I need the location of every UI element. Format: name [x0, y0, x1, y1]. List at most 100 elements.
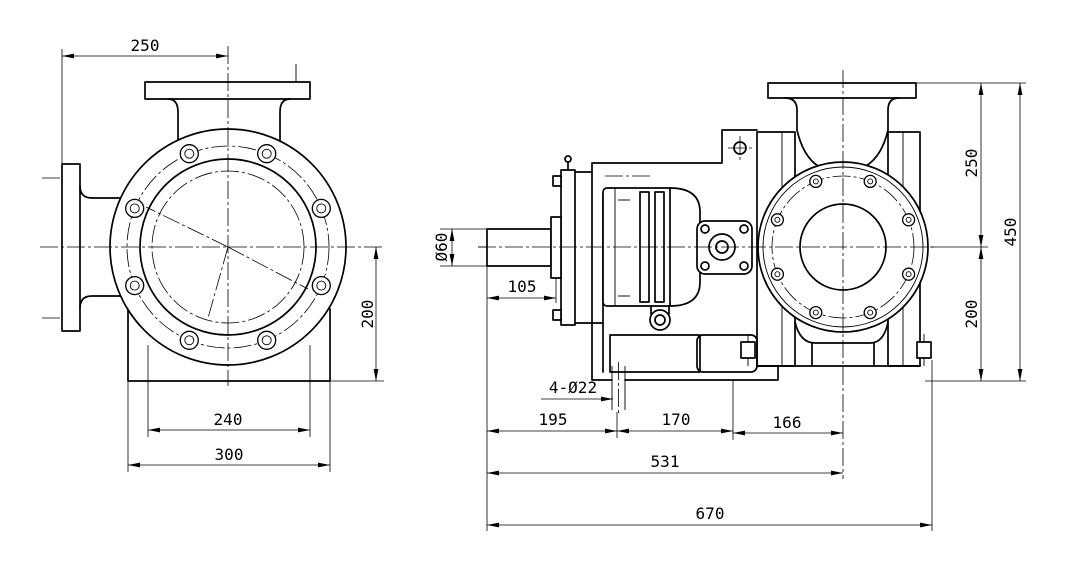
dim-outlet-height-label: 250: [962, 149, 981, 178]
flange-bolt: [809, 305, 823, 320]
left-view-dimensions: 250 200 240 300: [61, 36, 384, 472]
casing-base: [127, 308, 331, 382]
dim-center-height-right-label: 200: [962, 300, 981, 329]
bolt-head: [901, 213, 916, 227]
bolt-shank: [261, 148, 272, 159]
dim-166-label: 166: [773, 413, 802, 432]
outlet-neck-left-side: [784, 97, 819, 167]
outlet-nozzle: [144, 64, 311, 142]
bolt-head: [311, 198, 331, 219]
bolt-head: [125, 198, 145, 219]
dim-foot-holes-label: 4-Ø22: [549, 378, 597, 397]
bolt-head: [770, 267, 785, 281]
dim-base-width-label: 300: [215, 445, 244, 464]
bolt-shank: [812, 309, 819, 316]
radial-centerline: [207, 246, 229, 319]
bearing-cover: [696, 220, 753, 275]
bolt-head: [809, 305, 823, 320]
dim-foot-hole-span-label: 240: [214, 410, 243, 429]
flange-bolt: [863, 174, 877, 189]
bolt-shank: [905, 216, 912, 223]
foot-nut-left: [740, 341, 756, 359]
bolt-shank: [129, 280, 140, 291]
bolt-shank: [812, 178, 819, 185]
drive-shaft: [486, 228, 552, 267]
volute-base: [740, 321, 932, 367]
foot-nut-right: [916, 341, 932, 359]
motor-flange-plate: [560, 169, 576, 326]
left-view-centerlines: [40, 46, 384, 386]
bolt-shank: [129, 203, 140, 214]
bolt-head: [311, 275, 331, 296]
dim-531-label: 531: [651, 452, 680, 471]
outlet-neck-right-side: [865, 97, 900, 167]
suction-flange-bolts: [770, 174, 916, 320]
flange-bolt: [770, 213, 785, 227]
bearing-housing-outline: [591, 129, 779, 381]
flange-bolt: [809, 174, 823, 189]
outlet-flange: [144, 81, 311, 100]
inlet-neck-top: [79, 185, 123, 199]
cover-screw: [739, 261, 749, 271]
bolt-shank: [316, 203, 327, 214]
outlet-neck-left: [167, 98, 179, 141]
radial-centerline: [227, 246, 309, 290]
drive-end: [478, 155, 604, 326]
left-end-view: 250 200 240 300: [40, 36, 384, 472]
right-view-dimensions: Ø60 105 4-Ø22 195 170 166 531 670: [432, 82, 1026, 531]
bolt-head: [770, 213, 785, 227]
inlet-nozzle: [42, 163, 123, 332]
flange-bolt: [125, 198, 145, 219]
dim-center-height-label: 200: [358, 300, 377, 329]
flange-bolt-circle: [771, 175, 915, 319]
bolt-shank: [261, 335, 272, 346]
bolt-shank: [867, 178, 874, 185]
housing-foot-pad: [696, 334, 758, 373]
flange-bolt: [770, 267, 785, 281]
flange-bolt: [125, 275, 145, 296]
pitch-circle: [151, 170, 305, 324]
lifting-eye-stem: [650, 305, 670, 315]
bolt-shank: [867, 309, 874, 316]
flange-bolt: [179, 144, 199, 164]
bolt-shank: [774, 216, 781, 223]
cover-screw: [700, 224, 710, 234]
bolt-head: [257, 144, 277, 164]
flange-bolt: [901, 213, 916, 227]
lifting-eye-hole: [654, 314, 666, 326]
bolt-shank: [316, 280, 327, 291]
cover-bolts: [125, 144, 331, 350]
volute-bottom: [794, 321, 889, 344]
grease-nipple: [564, 155, 572, 163]
flange-bolt: [311, 198, 331, 219]
outlet-nozzle-side: [767, 82, 917, 167]
cover-screw: [700, 261, 710, 271]
bolt-head: [863, 305, 877, 320]
flange-bolt: [179, 330, 199, 350]
dim-670-label: 670: [696, 504, 725, 523]
bearing-housing: [591, 129, 779, 414]
plate-bolt-bottom: [552, 309, 562, 321]
dim-shaft-length-label: 105: [508, 277, 537, 296]
bolt-head: [809, 174, 823, 189]
bolt-shank: [184, 148, 195, 159]
outlet-flange-side: [767, 82, 917, 99]
dim-outlet-offset-label: 250: [131, 36, 160, 55]
flange-bolt: [257, 330, 277, 350]
flange-bolt: [901, 267, 916, 281]
bolt-circle: [126, 145, 330, 349]
flange-bolt: [863, 305, 877, 320]
inlet-flange: [61, 163, 81, 332]
dim-total-height-label: 450: [1001, 218, 1020, 247]
bolt-shank: [184, 335, 195, 346]
radial-centerline: [145, 206, 229, 248]
inlet-neck-bottom: [79, 295, 123, 309]
lifting-eye: [649, 309, 671, 331]
bolt-head: [901, 267, 916, 281]
dim-170-label: 170: [662, 410, 691, 429]
housing-foot: [609, 334, 701, 373]
volute-foot: [811, 342, 875, 367]
plate-bolt-top: [552, 175, 562, 187]
flange-bolt: [311, 275, 331, 296]
dim-195-label: 195: [539, 410, 568, 429]
